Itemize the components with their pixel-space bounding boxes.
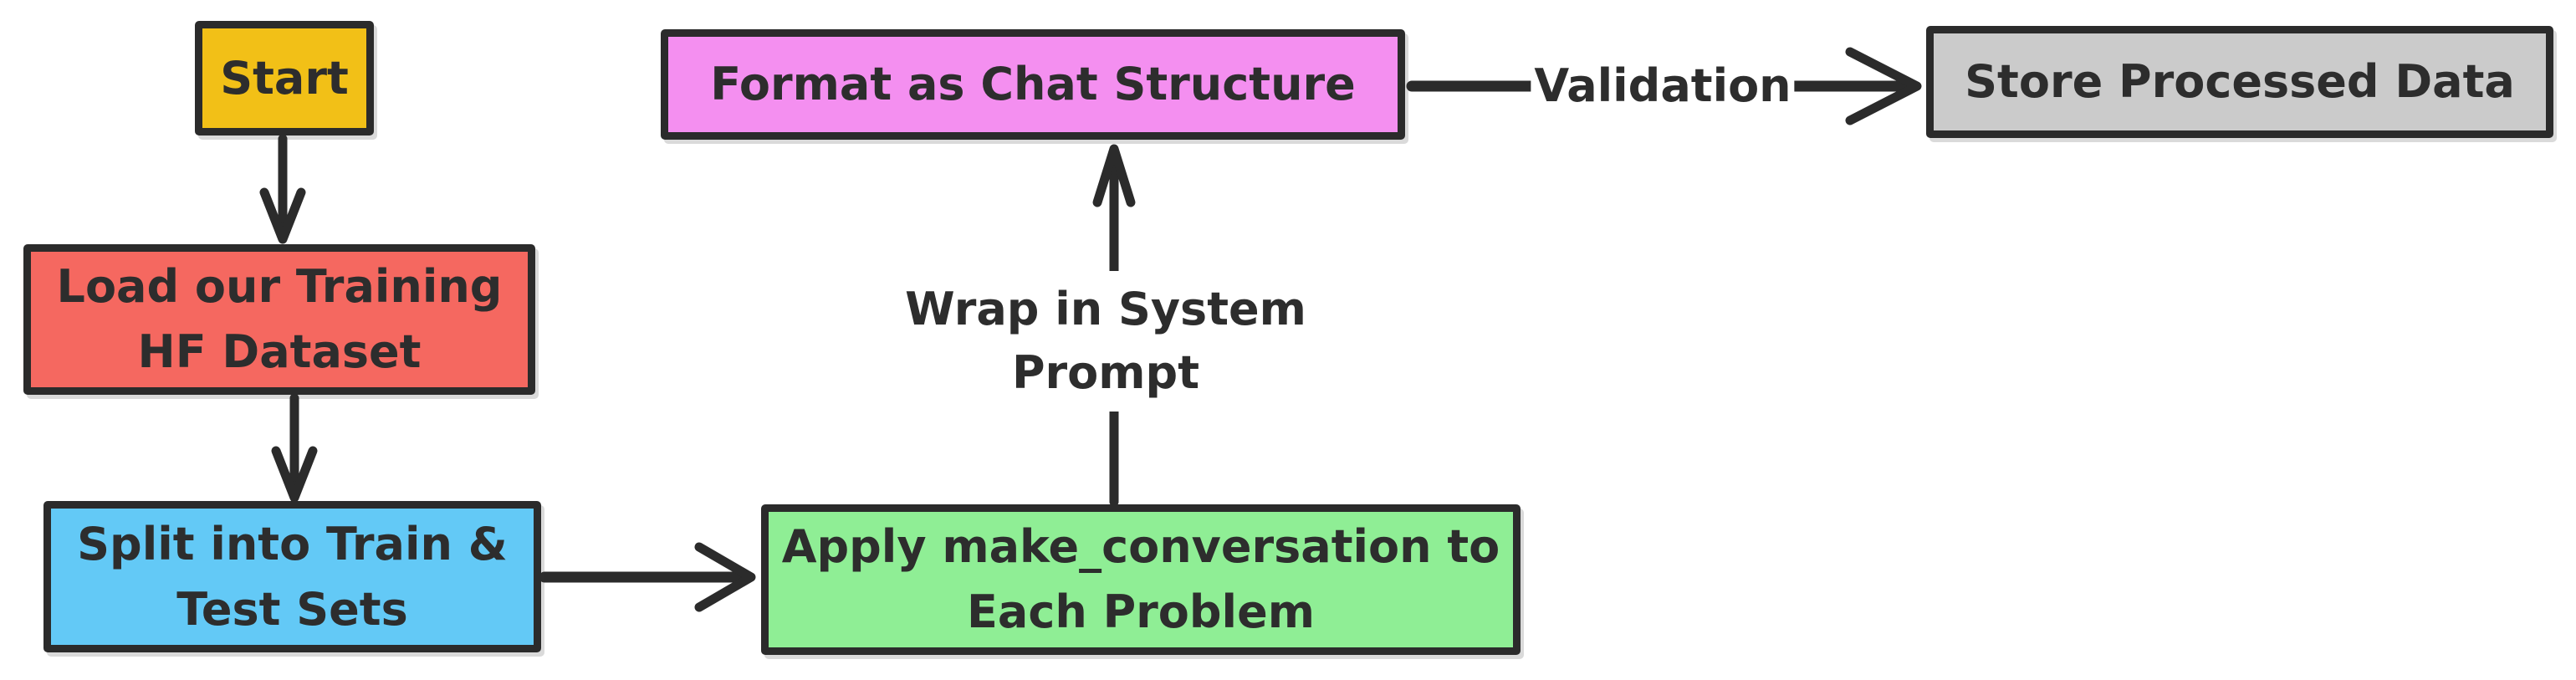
node-format-label: Format as Chat Structure — [710, 58, 1356, 110]
arrow-split-to-apply — [539, 542, 756, 612]
node-split-label-line2: Test Sets — [176, 582, 408, 636]
arrow-load-to-split — [271, 393, 318, 503]
node-store-processed-data: Store Processed Data — [1926, 26, 2553, 138]
arrow-start-to-load — [259, 134, 306, 244]
node-load-training-hf-dataset: Load our Training HF Dataset — [23, 244, 535, 395]
node-start: Start — [195, 21, 374, 135]
edge-label-wrap-line1: Wrap in System — [905, 283, 1306, 335]
node-split-train-test-sets: Split into Train & Test Sets — [43, 501, 541, 652]
node-store-label: Store Processed Data — [1965, 55, 2515, 108]
node-apply-label-line2: Each Problem — [967, 585, 1315, 638]
node-apply-label-line1: Apply make_conversation to — [781, 520, 1500, 573]
edge-label-wrap-line2: Prompt — [1011, 346, 1200, 399]
edge-label-validation: Validation — [1531, 54, 1795, 118]
node-apply-make-conversation: Apply make_conversation to Each Problem — [761, 504, 1521, 655]
node-load-label-line1: Load our Training — [56, 260, 503, 313]
node-load-label-line2: HF Dataset — [137, 325, 422, 378]
node-start-label: Start — [220, 51, 349, 105]
node-split-label-line1: Split into Train & — [77, 517, 508, 570]
node-format-chat-structure: Format as Chat Structure — [661, 29, 1405, 140]
edge-label-wrap-in-system-prompt: Wrap in System Prompt — [890, 271, 1321, 412]
